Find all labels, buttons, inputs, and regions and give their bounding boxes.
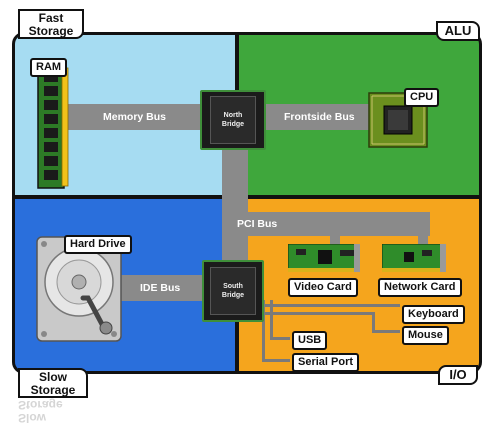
- ram-label: RAM: [30, 58, 68, 77]
- pci-bus-vertical: [222, 150, 248, 262]
- serial-port-label: Serial Port: [292, 353, 360, 372]
- hard-drive-label: Hard Drive: [64, 235, 132, 254]
- io-wire: [262, 359, 290, 362]
- io-wire: [262, 304, 400, 307]
- slow-storage-reflection: Slow Storage: [18, 398, 63, 425]
- alu-label: ALU: [436, 21, 480, 41]
- cpu-label: CPU: [404, 88, 440, 107]
- south-bridge-chip: South Bridge: [202, 260, 264, 322]
- io-label: I/O: [438, 365, 478, 385]
- frontside-bus-label: Frontside Bus: [284, 111, 355, 123]
- north-bridge-label: North Bridge: [221, 112, 245, 128]
- memory-bus-label: Memory Bus: [103, 111, 167, 123]
- network-card: [382, 244, 446, 272]
- memory-bus: [66, 104, 202, 130]
- south-bridge-label: South Bridge: [221, 283, 245, 299]
- frontside-bus: [266, 104, 376, 130]
- io-wire: [270, 300, 273, 340]
- hard-drive: [36, 236, 122, 342]
- slow-storage-label: Slow Storage: [18, 368, 88, 398]
- io-wire: [372, 330, 400, 333]
- pci-bus-horizontal: [222, 212, 430, 236]
- network-card-label: Network Card: [378, 278, 462, 297]
- video-card-label: Video Card: [288, 278, 358, 297]
- ide-bus: [120, 275, 204, 301]
- video-card: [288, 244, 360, 272]
- io-wire: [270, 337, 290, 340]
- ram-stick: [37, 66, 69, 189]
- mouse-label: Mouse: [402, 326, 449, 345]
- io-wire: [262, 312, 372, 315]
- north-bridge-chip: North Bridge: [200, 90, 266, 150]
- io-wire: [372, 312, 375, 333]
- keyboard-label: Keyboard: [402, 305, 465, 324]
- fast-storage-label: Fast Storage: [18, 9, 84, 39]
- io-wire: [262, 300, 265, 362]
- pci-bus-label: PCI Bus: [237, 218, 278, 230]
- usb-label: USB: [292, 331, 328, 350]
- ide-bus-label: IDE Bus: [140, 282, 181, 294]
